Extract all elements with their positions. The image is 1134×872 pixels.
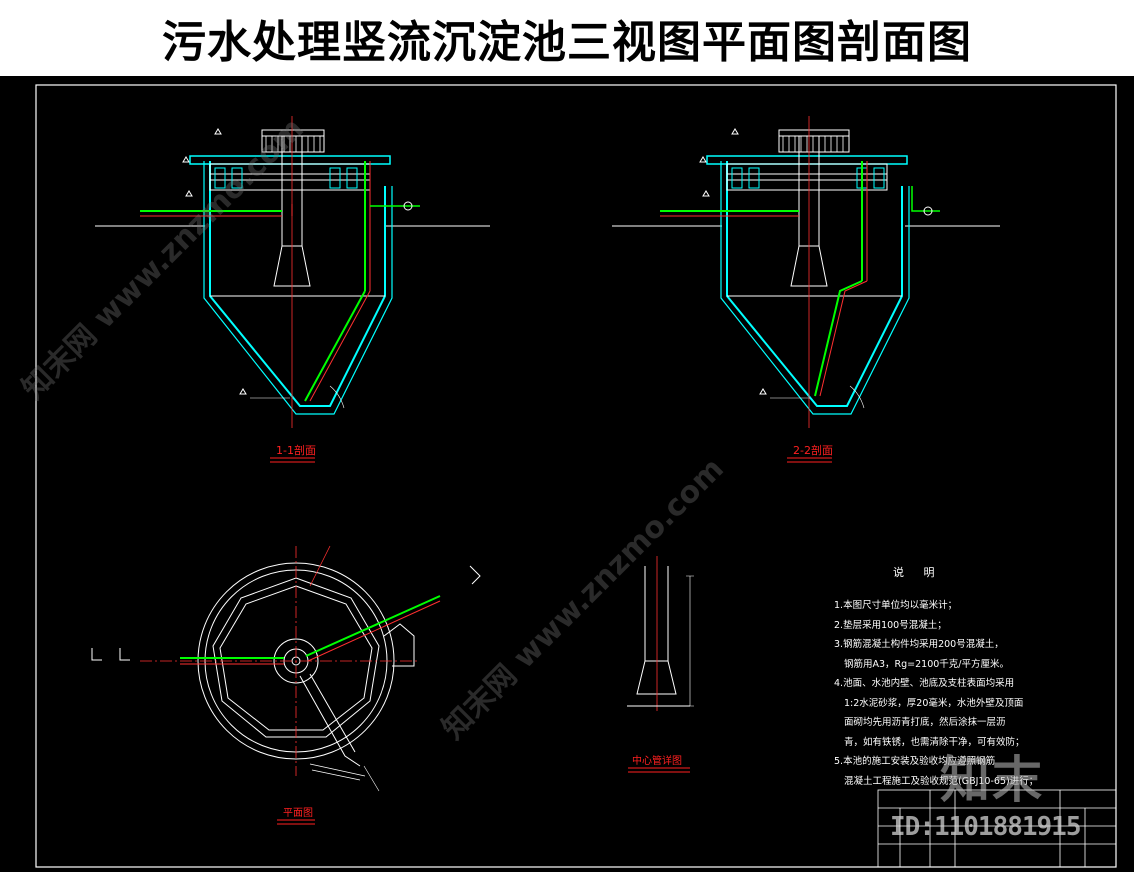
notes-heading: 说 明 xyxy=(893,566,943,579)
plan-view-label: 平面图 xyxy=(283,807,313,819)
center-pipe-detail-drawing xyxy=(627,556,694,711)
section-1-1-label: 1-1剖面 xyxy=(276,443,316,457)
note-line: 钢筋用A3，Rg=2100千克/平方厘米。 xyxy=(844,658,1010,670)
watermark-id: ID:1101881915 xyxy=(890,812,1081,842)
section-2-2-drawing xyxy=(612,116,1000,428)
section-1-1-drawing xyxy=(95,116,490,428)
note-line: 4.池面、水池内壁、池底及支柱表面均采用 xyxy=(834,678,1015,689)
center-pipe-detail-label: 中心管详图 xyxy=(632,754,682,767)
note-line: 2.垫层采用100号混凝土； xyxy=(834,619,947,631)
cad-drawing: 1-1剖面 xyxy=(35,84,1117,868)
note-line: 面砌均先用沥青打底，然后涂抹一层沥 xyxy=(844,717,1006,728)
note-line: 1.本图尺寸单位均以毫米计； xyxy=(834,600,958,611)
title-bar: 污水处理竖流沉淀池三视图平面图剖面图 xyxy=(0,0,1134,76)
note-line: 5.本池的施工安装及验收均应遵照钢筋 xyxy=(834,756,996,767)
drawing-frame xyxy=(35,84,1117,868)
plan-view-drawing xyxy=(91,545,481,792)
section-2-2-label: 2-2剖面 xyxy=(793,443,833,457)
note-line: 青，如有铁锈，也需清除干净，可有效防； xyxy=(844,736,1025,748)
watermark-brand: 知末 xyxy=(940,751,1044,809)
cad-drawing-area[interactable]: 1-1剖面 xyxy=(0,76,1134,872)
page-title: 污水处理竖流沉淀池三视图平面图剖面图 xyxy=(162,17,972,68)
design-notes: 1.本图尺寸单位均以毫米计； 2.垫层采用100号混凝土； 3.钢筋混凝土构件均… xyxy=(834,596,1054,791)
note-line: 1:2水泥砂浆，厚20毫米，水池外壁及顶面 xyxy=(844,697,1024,709)
note-line: 3.钢筋混凝土构件均采用200号混凝土， xyxy=(834,639,1004,650)
title-block xyxy=(877,789,1117,868)
note-line: 混凝土工程施工及验收规范(GBJ10-65)进行； xyxy=(844,775,1039,787)
